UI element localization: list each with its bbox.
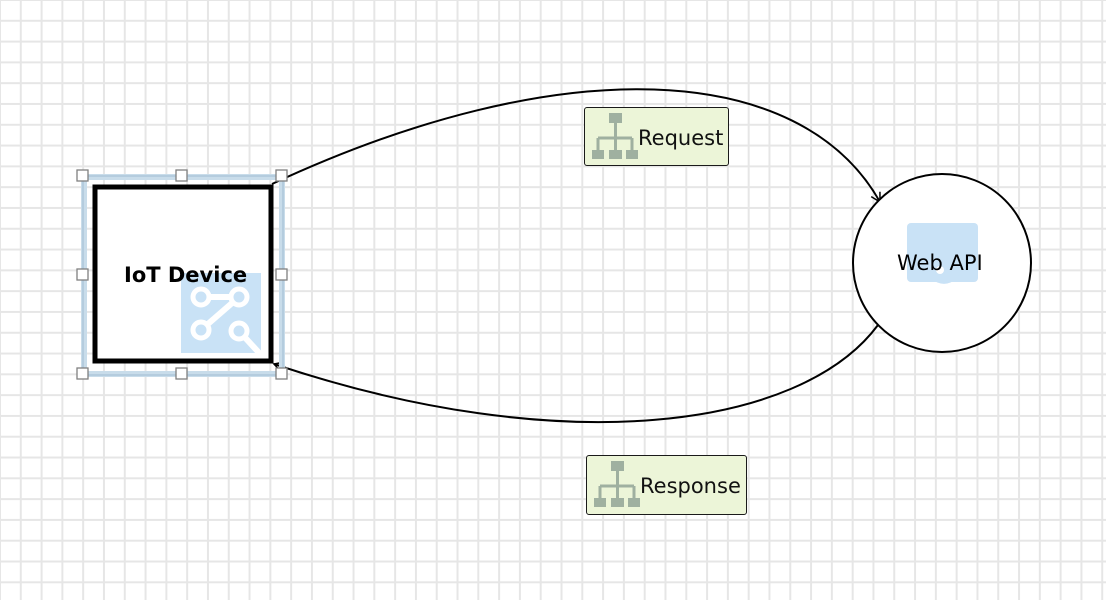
request-label: Request (638, 126, 724, 150)
resize-handles[interactable] (76, 169, 288, 380)
resize-handle-n[interactable] (175, 169, 188, 182)
iot-device-label: IoT Device (124, 263, 248, 287)
response-connector[interactable] (272, 324, 879, 424)
web-api-icon (907, 223, 978, 284)
resize-handle-e[interactable] (275, 268, 288, 281)
resize-handle-sw[interactable] (76, 367, 89, 380)
request-hierarchy-icon (592, 113, 638, 159)
resize-handle-s[interactable] (175, 367, 188, 380)
resize-handle-w[interactable] (76, 268, 89, 281)
web-api-label: Web API (897, 251, 983, 275)
response-hierarchy-icon (594, 461, 640, 507)
resize-handle-se[interactable] (275, 367, 288, 380)
resize-handle-ne[interactable] (275, 169, 288, 182)
resize-handle-nw[interactable] (76, 169, 89, 182)
iot-circuit-icon (181, 273, 265, 359)
request-connector[interactable] (271, 88, 881, 204)
response-label: Response (640, 474, 741, 498)
